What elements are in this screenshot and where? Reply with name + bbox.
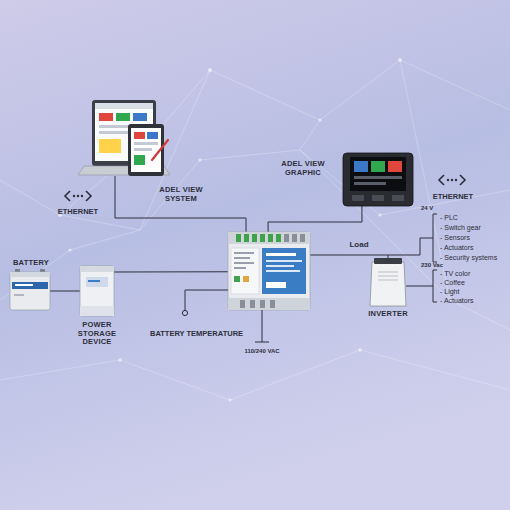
device-node: BATTERY <box>10 272 50 310</box>
display-illustration <box>343 153 413 206</box>
connector-line <box>114 271 228 272</box>
device-node: ADEL VIEW GRAPHIC <box>343 153 413 206</box>
edge-label: Load <box>344 240 374 249</box>
text-label: - PLC <box>440 214 510 222</box>
connector-line <box>310 255 388 258</box>
laptop-illustration <box>78 100 170 175</box>
storage-illustration <box>80 266 114 316</box>
text-label: - Light <box>440 288 510 296</box>
text-label: - Actuators <box>440 244 510 252</box>
ethernet-symbol <box>439 175 465 185</box>
wire <box>185 214 437 342</box>
text-label: - Coffee <box>440 279 510 287</box>
device-label: POWER STORAGE DEVICE <box>72 321 122 347</box>
device-label: INVERTER <box>360 310 416 319</box>
text-label: ETHERNET <box>427 193 479 202</box>
tablet-illustration <box>128 124 168 176</box>
temperature-sensor-symbol <box>182 310 187 315</box>
ethernet-symbol <box>447 179 457 181</box>
device-label: ADEL VIEW GRAPHIC <box>270 160 336 177</box>
text-label: - Actuators <box>440 297 510 305</box>
text-label: - TV color <box>440 270 510 278</box>
text-label: 24 V <box>421 205 451 212</box>
text-label: ETHERNET <box>52 208 104 217</box>
text-label: - Security systems <box>440 254 510 262</box>
text-label: 110/240 VAC <box>232 348 292 355</box>
device-node: ADEL VIEW SYSTEM <box>80 98 170 176</box>
battery-illustration <box>10 269 50 310</box>
connector-line <box>268 206 362 232</box>
device-label: ADEL VIEW SYSTEM <box>148 186 214 203</box>
connector-line <box>115 176 246 232</box>
device-node: POWER STORAGE DEVICE <box>80 266 114 316</box>
device-node <box>228 232 310 310</box>
text-label: - Switch gear <box>440 224 510 232</box>
inverter-illustration <box>370 258 406 306</box>
device-label: BATTERY <box>3 259 59 268</box>
text-label: BATTERY TEMPERATURE <box>150 330 220 339</box>
power-supply-unit <box>228 232 310 310</box>
text-label: - Sensors <box>440 234 510 242</box>
ethernet-symbol <box>65 191 91 201</box>
ethernet-symbol <box>73 195 83 197</box>
text-label: 230 Vac <box>421 262 451 269</box>
connector-line <box>50 291 80 292</box>
device-node: INVERTER <box>370 258 406 306</box>
